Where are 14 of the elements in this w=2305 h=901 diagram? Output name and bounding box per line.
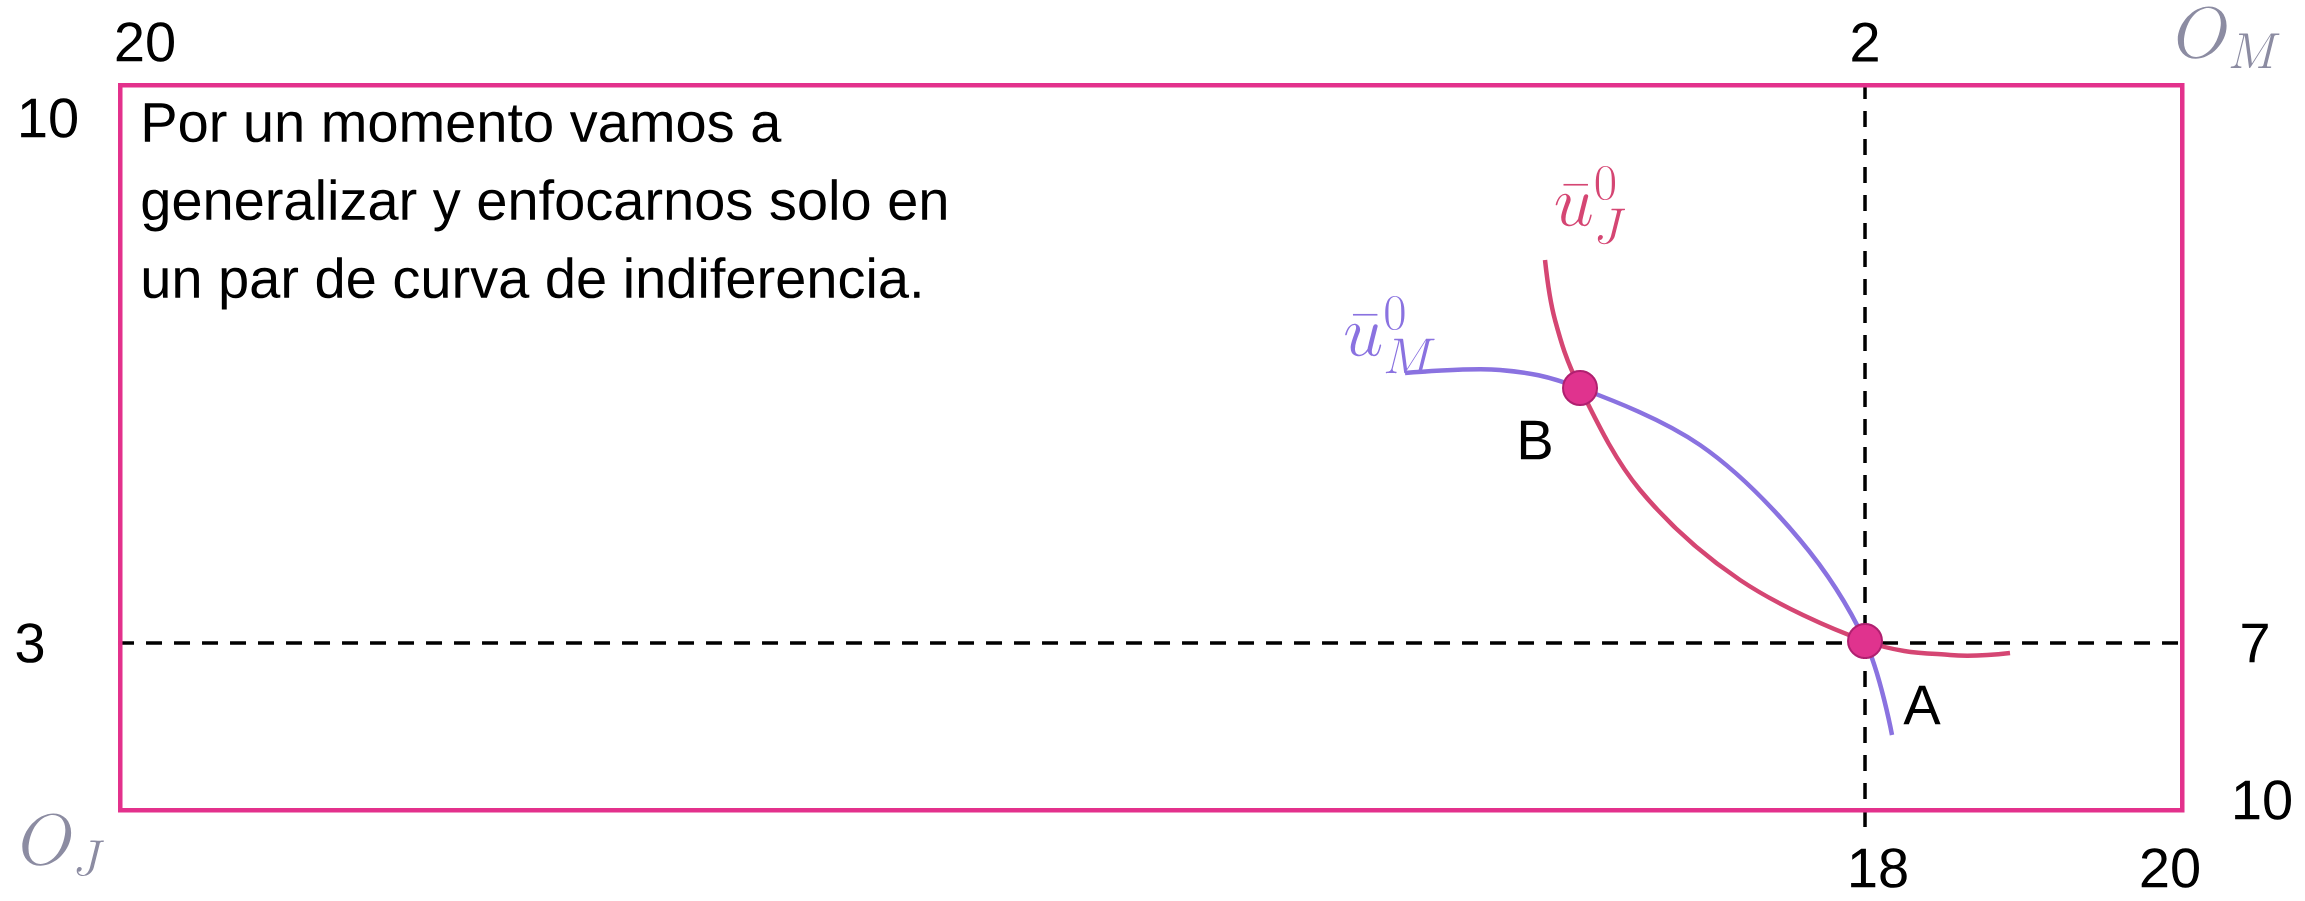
math-label: $O_J$ <box>22 813 104 877</box>
axis-number: 20 <box>2141 848 2199 888</box>
math-label: $\bar{u}_M^0$ <box>1345 295 1435 374</box>
point-label: B <box>1520 420 1551 460</box>
axis-number: 7 <box>2242 623 2268 663</box>
axis-number: 2 <box>1852 22 1878 62</box>
axis-number: 10 <box>21 98 77 138</box>
axis-number: 10 <box>2235 780 2291 820</box>
axis-number: 18 <box>1851 848 1907 888</box>
math-label: $\bar{u}_J^0$ <box>1555 165 1626 245</box>
point-label: A <box>1903 685 1941 725</box>
axis-number: 3 <box>16 623 44 663</box>
axis-number: 20 <box>116 22 174 62</box>
math-label: $O_M$ <box>2177 6 2280 68</box>
